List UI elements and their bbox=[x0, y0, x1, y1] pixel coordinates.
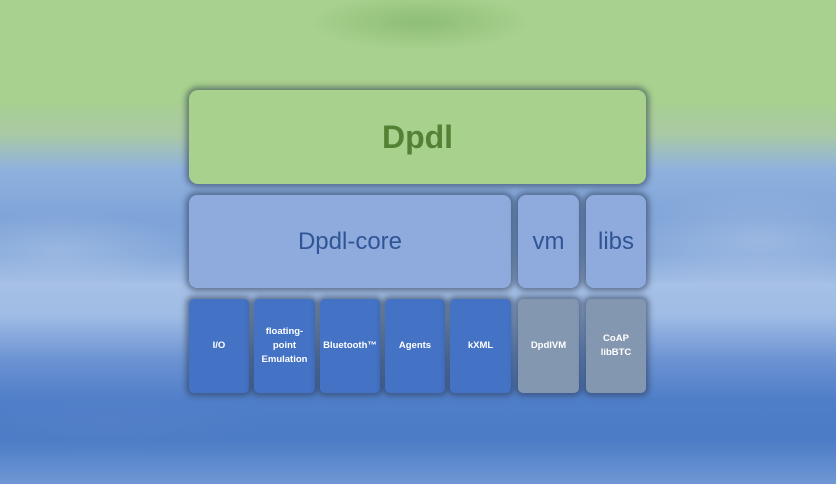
dpdl-block: Dpdl bbox=[189, 90, 646, 184]
kxml-label: kXML bbox=[467, 340, 494, 352]
dpdlvm-label: DpdlVM bbox=[530, 340, 567, 352]
agents-label: Agents bbox=[398, 340, 432, 352]
floating-point-line-1: floating- bbox=[265, 326, 304, 338]
agents-block: Agents bbox=[385, 299, 445, 393]
floating-point-line-3: Emulation bbox=[261, 353, 308, 365]
dpdlvm-block: DpdlVM bbox=[518, 299, 579, 393]
floating-point-line-2: point bbox=[272, 340, 297, 352]
kxml-block: kXML bbox=[450, 299, 511, 393]
bluetooth-label: Bluetooth™ bbox=[323, 340, 377, 352]
dpdl-core-block: Dpdl-core bbox=[189, 195, 511, 288]
io-label: I/O bbox=[212, 340, 226, 352]
io-block: I/O bbox=[189, 299, 249, 393]
dpdl-label: Dpdl bbox=[381, 118, 454, 155]
dpdl-core-label: Dpdl-core bbox=[297, 227, 403, 255]
libs-block: libs bbox=[586, 195, 646, 288]
libs-label: libs bbox=[597, 227, 634, 255]
floating-point-emulation-block: floating- point Emulation bbox=[254, 299, 315, 393]
libbtc-label: libBTC bbox=[600, 347, 632, 358]
coap-libbtc-block: CoAP libBTC bbox=[586, 299, 646, 393]
vm-block: vm bbox=[518, 195, 579, 288]
coap-label: CoAP bbox=[603, 333, 629, 345]
vm-label: vm bbox=[532, 227, 565, 255]
bluetooth-block: Bluetooth™ bbox=[320, 299, 380, 393]
